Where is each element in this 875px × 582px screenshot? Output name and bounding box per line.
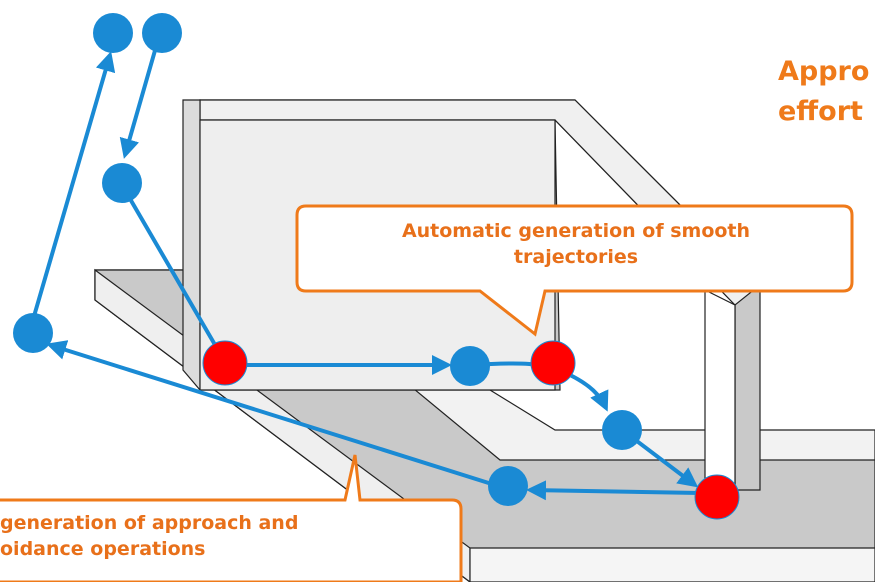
- waypoint-top-left: [93, 13, 133, 53]
- arrow-down-2: [120, 183, 220, 352]
- waypoint-center: [450, 346, 490, 386]
- heading-line-1: Appro: [778, 56, 870, 87]
- arrow-up: [28, 51, 116, 331]
- callout-bottom-line-2: oidance operations: [0, 538, 206, 560]
- callout-bottom-shape: [0, 454, 463, 582]
- callout-top-shape: [295, 204, 854, 337]
- teach-point-corner: [694, 474, 740, 520]
- waypoint-top-right: [142, 13, 182, 53]
- arrow-return-long: [46, 340, 496, 487]
- teach-point-left: [202, 340, 248, 386]
- page-heading: Appro effort: [778, 52, 869, 132]
- waypoint-bottom: [488, 466, 528, 506]
- callout-top-text: Automatic generation of smooth trajector…: [300, 218, 852, 270]
- waypoint-mid-left: [102, 163, 142, 203]
- callout-top-line-1: Automatic generation of smooth: [401, 220, 751, 242]
- arrow-return: [526, 480, 701, 501]
- arrow-down-1: [119, 39, 160, 159]
- heading-line-2: effort: [778, 96, 863, 127]
- callout-bottom-line-1: generation of approach and: [0, 512, 299, 534]
- waypoint-far-left: [13, 313, 53, 353]
- callout-top-line-2: trajectories: [513, 246, 639, 268]
- waypoint-right: [602, 410, 642, 450]
- callout-bottom-text: generation of approach and oidance opera…: [0, 510, 460, 562]
- waypoints: [13, 13, 740, 520]
- teach-point-center: [530, 340, 576, 386]
